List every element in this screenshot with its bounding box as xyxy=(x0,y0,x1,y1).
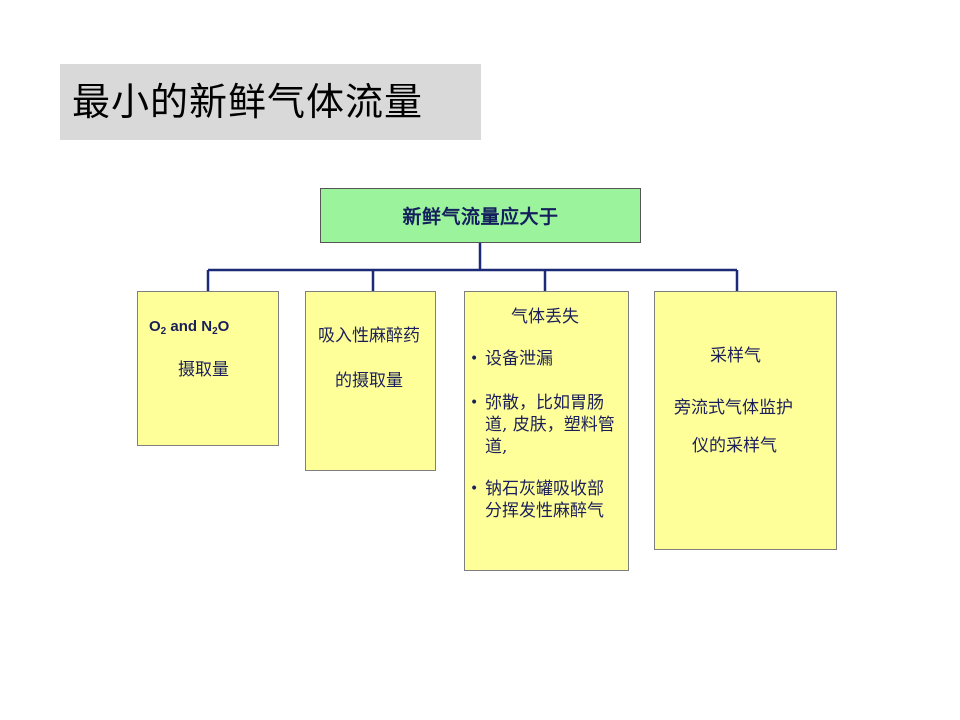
child-node-gas-loss: 气体丢失 • 设备泄漏 • 弥散，比如胃肠 道, 皮肤，塑料管 道, • 钠石灰… xyxy=(464,291,629,571)
child-node-sampling-gas-line2: 旁流式气体监护 xyxy=(674,398,793,418)
child-node-gas-uptake: O2 and N2O 摄取量 xyxy=(137,291,279,446)
bullet-1-marker: • xyxy=(470,351,479,367)
bullet-2-line-1: 弥散，比如胃肠 xyxy=(485,393,604,413)
o2-symbol: O xyxy=(149,318,161,335)
root-node-label: 新鲜气流量应大于 xyxy=(402,206,559,228)
child-node-sampling-gas-line3: 仪的采样气 xyxy=(692,436,777,456)
and-n-text: and N xyxy=(166,318,213,335)
bullet-3-line-1: 钠石灰罐吸收部 xyxy=(485,479,604,499)
n2o-subscript: 2 xyxy=(212,326,218,337)
bullet-2-line-2: 道, 皮肤，塑料管 xyxy=(485,415,615,435)
title-bar: 最小的新鲜气体流量 xyxy=(60,64,481,140)
child-node-gas-loss-heading: 气体丢失 xyxy=(511,307,579,327)
n2o-tail: O xyxy=(217,318,230,335)
child-node-anesthetic-uptake: 吸入性麻醉药 的摄取量 xyxy=(305,291,436,471)
child-node-sampling-gas: 采样气 旁流式气体监护 仪的采样气 xyxy=(654,291,837,550)
bullet-1-line-1: 设备泄漏 xyxy=(485,349,553,369)
bullet-3-line-2: 分挥发性麻醉气 xyxy=(485,501,604,521)
child-node-sampling-gas-heading: 采样气 xyxy=(710,346,761,366)
bullet-2-line-3: 道, xyxy=(485,437,508,457)
bullet-3-marker: • xyxy=(470,481,479,497)
child-node-gas-uptake-line2: 摄取量 xyxy=(178,360,229,380)
child-node-anesthetic-uptake-line1: 吸入性麻醉药 xyxy=(318,326,420,346)
o2-subscript: 2 xyxy=(160,326,167,337)
page-title: 最小的新鲜气体流量 xyxy=(72,80,424,124)
child-node-gas-uptake-formula: O2 and N2O xyxy=(149,316,229,338)
child-node-anesthetic-uptake-line2: 的摄取量 xyxy=(335,371,403,391)
bullet-2-marker: • xyxy=(470,395,479,411)
root-node: 新鲜气流量应大于 xyxy=(320,188,641,243)
